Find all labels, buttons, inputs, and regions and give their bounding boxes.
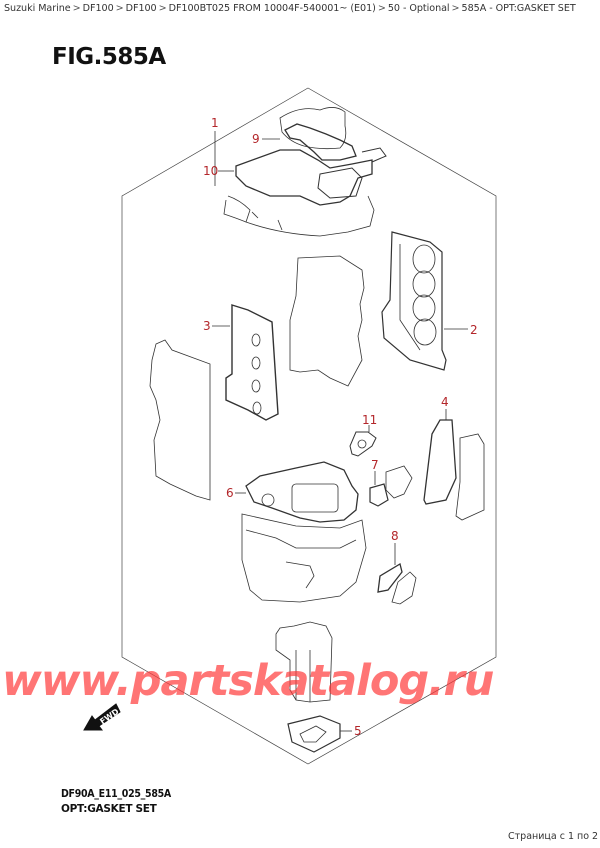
watermark: www.partskatalog.ru	[2, 656, 494, 706]
callout-6[interactable]: 6	[226, 486, 234, 500]
callout-10[interactable]: 10	[203, 164, 219, 178]
breadcrumb: Suzuki Marine>DF100>DF100>DF100BT025 FRO…	[4, 3, 576, 14]
part-4-shape	[423, 419, 457, 505]
assembly-bounding-box	[121, 87, 497, 765]
breadcrumb-separator: >	[377, 3, 386, 14]
breadcrumb-separator: >	[115, 3, 124, 14]
callout-1[interactable]: 1	[211, 116, 219, 130]
breadcrumb-item-df100-model[interactable]: DF100	[125, 3, 157, 14]
callout-9[interactable]: 9	[252, 132, 260, 146]
breadcrumb-item-current: 585A - OPT:GASKET SET	[461, 3, 576, 14]
page-indicator: Страница с 1 по 2	[508, 831, 599, 842]
part-8-shape	[377, 562, 403, 593]
figure-code: DF90A_E11_025_585A	[61, 788, 171, 800]
callout-7[interactable]: 7	[371, 458, 379, 472]
breadcrumb-item-df100[interactable]: DF100	[82, 3, 114, 14]
callout-4[interactable]: 4	[441, 395, 449, 409]
breadcrumb-separator: >	[451, 3, 460, 14]
callout-2[interactable]: 2	[470, 323, 478, 337]
part-11-shape	[349, 431, 377, 457]
breadcrumb-item-serial[interactable]: DF100BT025 FROM 10004F-540001~ (E01)	[168, 3, 376, 14]
figure-title: FIG.585A	[52, 44, 166, 70]
fwd-arrow-icon: FWD	[82, 700, 122, 738]
breadcrumb-item-optional[interactable]: 50 - Optional	[387, 3, 450, 14]
part-7-shape	[369, 465, 413, 507]
part-10-shape	[235, 149, 373, 206]
engine-block-outline	[289, 255, 365, 387]
lower-pan-outline	[275, 621, 333, 703]
left-gasket-outline	[149, 339, 211, 501]
part-5-shape	[287, 715, 341, 753]
part-3-shape	[225, 304, 279, 421]
side-cover-outline	[455, 433, 485, 521]
callout-8[interactable]: 8	[391, 529, 399, 543]
part-6-shape	[245, 461, 359, 523]
part-9-shape	[279, 107, 347, 150]
callout-3[interactable]: 3	[203, 319, 211, 333]
figure-subtitle: OPT:GASKET SET	[61, 803, 157, 815]
breadcrumb-separator: >	[72, 3, 81, 14]
callout-5[interactable]: 5	[354, 724, 362, 738]
part-2-shape	[381, 231, 447, 371]
callout-11[interactable]: 11	[362, 413, 378, 427]
breadcrumb-separator: >	[158, 3, 167, 14]
oil-pan-outline	[241, 513, 367, 603]
breadcrumb-item-suzuki-marine[interactable]: Suzuki Marine	[4, 3, 71, 14]
